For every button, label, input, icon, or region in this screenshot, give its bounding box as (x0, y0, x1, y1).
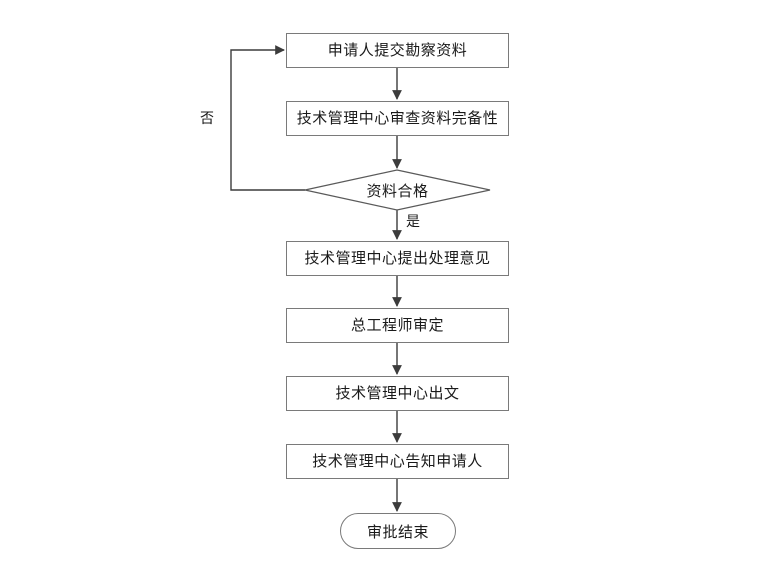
process-node-chief-engineer-approval[interactable]: 总工程师审定 (286, 308, 509, 343)
process-node-issue-document[interactable]: 技术管理中心出文 (286, 376, 509, 411)
node-label: 技术管理中心告知申请人 (312, 452, 483, 471)
node-label: 技术管理中心审查资料完备性 (296, 109, 499, 128)
edge-label-no-text: 否 (200, 111, 214, 127)
node-label: 申请人提交勘察资料 (327, 41, 468, 60)
node-label: 技术管理中心提出处理意见 (304, 249, 491, 268)
edge-label-yes: 是 (406, 211, 420, 231)
node-label: 技术管理中心出文 (335, 384, 460, 403)
edge-label-no: 否 (200, 108, 214, 128)
node-label: 总工程师审定 (350, 316, 444, 335)
node-label: 审批结束 (366, 522, 429, 541)
terminator-node-approval-end[interactable]: 审批结束 (340, 513, 456, 549)
decision-node-data-qualified[interactable]: 资料合格 (305, 170, 490, 210)
edge-label-yes-text: 是 (406, 214, 420, 230)
process-node-propose-opinion[interactable]: 技术管理中心提出处理意见 (286, 241, 509, 276)
process-node-submit-survey-data[interactable]: 申请人提交勘察资料 (286, 33, 509, 68)
process-node-review-completeness[interactable]: 技术管理中心审查资料完备性 (286, 101, 509, 136)
process-node-notify-applicant[interactable]: 技术管理中心告知申请人 (286, 444, 509, 479)
node-label: 资料合格 (366, 181, 429, 200)
